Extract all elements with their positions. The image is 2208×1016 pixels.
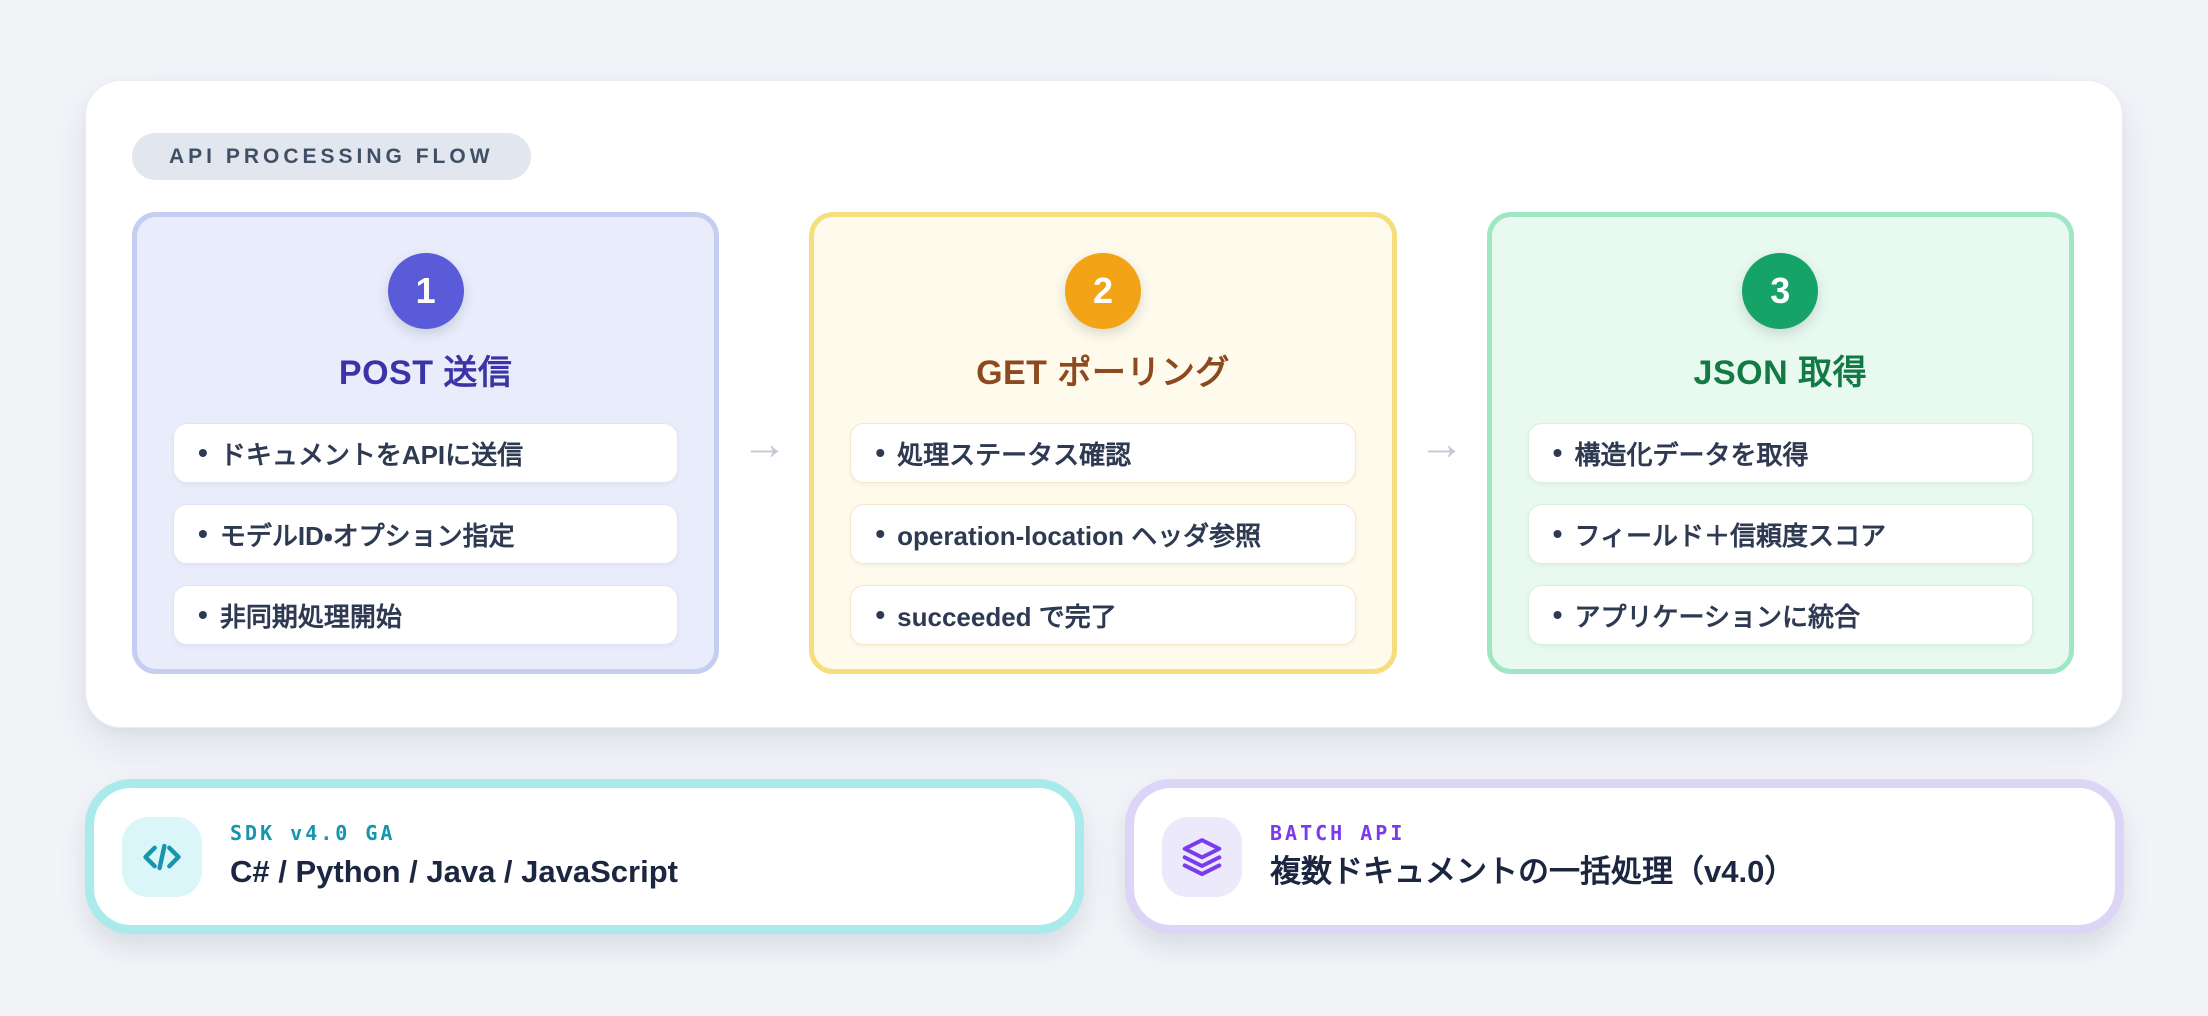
bullet-icon: • — [198, 437, 208, 468]
layers-icon — [1162, 816, 1242, 897]
flow-arrow-icon: → — [1418, 417, 1465, 469]
step-item: • 構造化データを取得 — [1527, 423, 2033, 483]
api-flow-panel: API PROCESSING FLOW 1 POST 送信 • ドキュメントをA… — [85, 80, 2123, 728]
step-item: • 処理ステータス確認 — [850, 423, 1356, 483]
step-card-json: 3 JSON 取得 • 構造化データを取得 • フィールド＋信頼度スコア • ア… — [1486, 212, 2074, 674]
flow-arrow-icon: → — [741, 417, 788, 469]
step-card-post: 1 POST 送信 • ドキュメントをAPIに送信 • モデルID・オプション指… — [132, 212, 720, 674]
batch-api-card-text: BATCH API 複数ドキュメントの一括処理（v4.0） — [1270, 823, 1795, 890]
step-item: • ドキュメントをAPIに送信 — [173, 423, 679, 483]
panel-badge: API PROCESSING FLOW — [132, 133, 531, 180]
bullet-icon: • — [1552, 599, 1563, 630]
bullet-icon: • — [198, 599, 208, 630]
step-item-label: フィールド＋信頼度スコア — [1574, 520, 1886, 551]
step-item: • モデルID・オプション指定 — [173, 504, 679, 564]
step-title: GET ポーリング — [976, 354, 1230, 392]
bullet-icon: • — [875, 599, 886, 630]
step-item: • アプリケーションに統合 — [1527, 585, 2033, 645]
step-item-label: アプリケーションに統合 — [1574, 601, 1860, 632]
step-item-list: • 処理ステータス確認 • operation-location ヘッダ参照 •… — [850, 423, 1356, 645]
flow-row: 1 POST 送信 • ドキュメントをAPIに送信 • モデルID・オプション指… — [132, 212, 2074, 674]
step-item: • succeeded で完了 — [850, 585, 1356, 645]
bullet-icon: • — [1552, 518, 1563, 549]
step-item-label: operation-location ヘッダ参照 — [897, 520, 1262, 551]
sdk-card-title: C# / Python / Java / JavaScript — [230, 853, 678, 889]
step-item-label: モデルID・オプション指定 — [219, 520, 515, 551]
step-item-label: succeeded で完了 — [897, 601, 1117, 632]
bullet-icon: • — [1552, 437, 1563, 468]
batch-api-card-label: BATCH API — [1270, 820, 1406, 845]
step-item: • 非同期処理開始 — [173, 585, 679, 645]
sdk-card: SDK v4.0 GA C# / Python / Java / JavaScr… — [85, 779, 1084, 934]
bullet-icon: • — [198, 518, 208, 549]
step-item-list: • ドキュメントをAPIに送信 • モデルID・オプション指定 • 非同期処理開… — [173, 423, 679, 645]
step-item-label: 構造化データを取得 — [1574, 439, 1809, 470]
batch-api-card: BATCH API 複数ドキュメントの一括処理（v4.0） — [1125, 779, 2124, 934]
step-item-label: 処理ステータス確認 — [897, 439, 1132, 470]
bullet-icon: • — [875, 437, 886, 468]
step-item-list: • 構造化データを取得 • フィールド＋信頼度スコア • アプリケーションに統合 — [1527, 423, 2033, 645]
step-item: • operation-location ヘッダ参照 — [850, 504, 1356, 564]
step-item-label: 非同期処理開始 — [219, 601, 402, 632]
batch-api-card-title: 複数ドキュメントの一括処理（v4.0） — [1270, 853, 1796, 889]
step-number-badge: 3 — [1742, 253, 1819, 329]
bullet-icon: • — [875, 518, 886, 549]
step-number-badge: 2 — [1064, 253, 1141, 329]
step-number-badge: 1 — [387, 253, 464, 329]
code-icon — [122, 816, 202, 897]
step-title: JSON 取得 — [1693, 354, 1868, 392]
step-item: • フィールド＋信頼度スコア — [1527, 504, 2033, 564]
step-card-get-polling: 2 GET ポーリング • 処理ステータス確認 • operation-loca… — [809, 212, 1397, 674]
sdk-card-label: SDK v4.0 GA — [230, 820, 396, 845]
step-title: POST 送信 — [338, 354, 513, 392]
step-item-label: ドキュメントをAPIに送信 — [219, 439, 524, 470]
sdk-card-text: SDK v4.0 GA C# / Python / Java / JavaScr… — [230, 823, 678, 890]
